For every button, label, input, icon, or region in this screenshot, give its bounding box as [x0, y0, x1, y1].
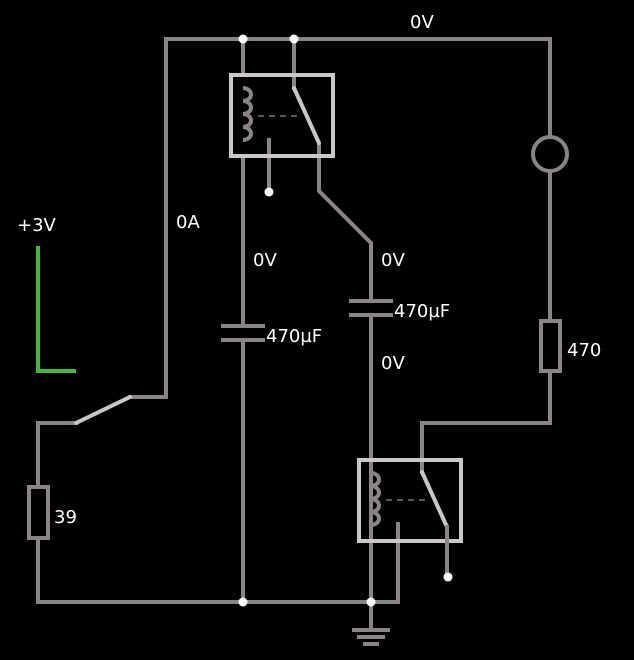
cap2-bottom-voltage-label: 0V — [381, 353, 405, 374]
resistor-39[interactable] — [27, 485, 50, 540]
cap1-top-voltage-label: 0V — [253, 250, 277, 271]
top-rail-wire — [164, 37, 552, 399]
lamp-icon[interactable] — [531, 135, 569, 173]
ground-icon — [352, 628, 390, 646]
relay-contact-blade — [420, 470, 449, 529]
bottom-rail-wire — [36, 522, 400, 604]
resistor-to-relay2-wire — [420, 369, 552, 474]
relay-contact-blade — [292, 86, 321, 145]
switch-blade[interactable] — [74, 395, 132, 425]
source-voltage-label: +3V — [17, 215, 57, 236]
relay-bottom[interactable] — [357, 458, 463, 578]
resistor-39-label: 39 — [54, 507, 77, 528]
cap2-value-label: 470µF — [394, 301, 450, 322]
relay-coil-icon — [370, 471, 381, 527]
capacitor-2[interactable] — [349, 299, 393, 317]
capacitor-1[interactable] — [221, 324, 265, 342]
cap1-value-label: 470µF — [266, 326, 322, 347]
relay-top[interactable] — [229, 73, 335, 158]
switch-to-resistor39-wire — [36, 421, 78, 489]
relay-coil-icon — [242, 86, 253, 142]
relay1-contact-to-cap2-wire — [317, 143, 373, 303]
ammeter-current-label: 0A — [176, 212, 200, 233]
top-rail-voltage-label: 0V — [410, 12, 434, 33]
resistor-470-label: 470 — [567, 340, 601, 361]
resistor-470[interactable] — [539, 319, 562, 373]
source-indicator-icon — [36, 246, 76, 373]
cap2-top-voltage-label: 0V — [381, 250, 405, 271]
wires — [36, 37, 552, 630]
nodes — [238, 34, 453, 607]
